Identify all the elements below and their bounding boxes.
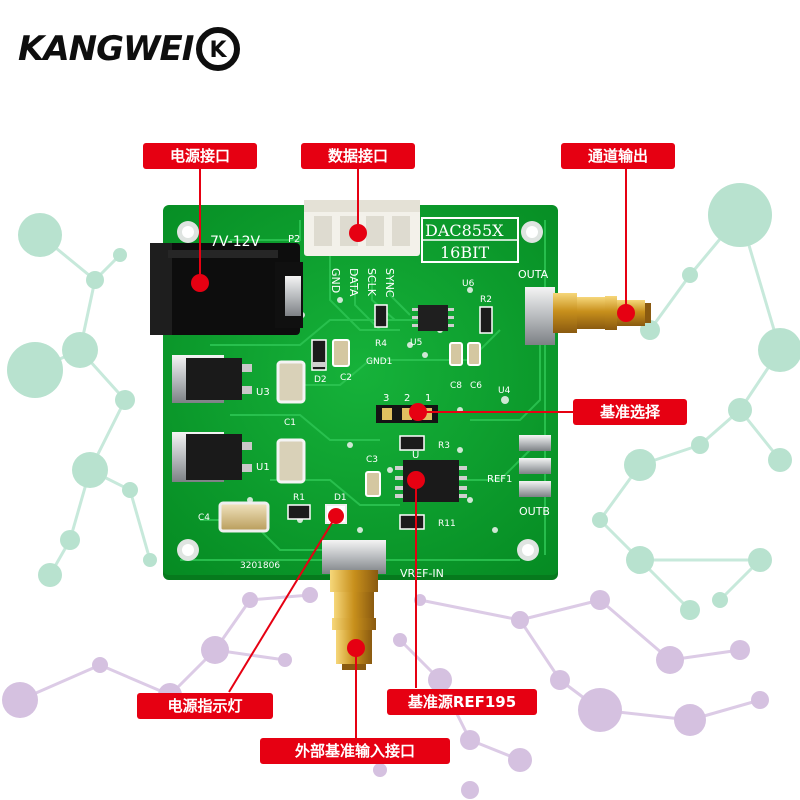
callout-data-port: 数据接口 (301, 143, 415, 169)
ref-c8: C8 (450, 381, 462, 391)
ref-u6: U6 (462, 279, 475, 289)
brand-k-icon: K (196, 27, 241, 71)
callout-reference-source: 基准源REF195 (387, 689, 537, 715)
ref-c1: C1 (284, 418, 296, 428)
ref-r2: R2 (480, 295, 492, 305)
brand-name: KANGWEI (18, 29, 194, 69)
capacitors (218, 339, 481, 533)
ref-u4: U4 (498, 386, 511, 396)
ref-d2: D2 (314, 375, 327, 385)
callout-leaders (191, 166, 635, 738)
chip-label-2: 16BIT (440, 243, 489, 262)
regulator-u3 (172, 355, 252, 403)
silkscreen-text: 7V-12V P2 DAC855X 16BIT GND DATA SCLK SY… (198, 221, 550, 580)
sma-connector-vref-in (322, 540, 386, 670)
ref-c3: C3 (366, 455, 378, 465)
chip-label-1: DAC855X (425, 221, 504, 240)
reference-jumper (376, 405, 438, 423)
pin-label-sclk: SCLK (365, 268, 378, 297)
ref-u5: U5 (410, 338, 422, 348)
outa-label: OUTA (518, 268, 549, 281)
sma-connector-outa (525, 287, 651, 345)
gnd1-label: GND1 (366, 357, 392, 367)
callout-channel-output: 通道输出 (561, 143, 675, 169)
ref-d1: D1 (334, 493, 347, 503)
pin-label-sync: SYNC (383, 268, 396, 298)
serial-label: 3201806 (240, 561, 280, 571)
ref-r11: R11 (438, 519, 456, 529)
pcb-board (150, 200, 558, 580)
outb-label: OUTB (519, 505, 550, 518)
resistors (287, 304, 493, 530)
dac-chip-u5 (412, 305, 454, 331)
callout-external-ref-port: 外部基准输入接口 (260, 738, 450, 764)
ref-r4: R4 (375, 339, 387, 349)
regulator-u1 (172, 432, 252, 482)
vref-in-label: VREF-IN (400, 567, 444, 580)
ref-u1: U1 (256, 462, 270, 473)
p2-label: P2 (288, 234, 300, 245)
pin-header (304, 200, 420, 256)
callout-power-led: 电源指示灯 (137, 693, 273, 719)
pin-label-gnd: GND (329, 268, 342, 293)
ref-u: U (412, 450, 419, 461)
brand-mark-letter: K (210, 38, 228, 63)
ref-r1: R1 (293, 493, 305, 503)
diode-d2 (311, 339, 327, 371)
jumper-num-1: 1 (425, 393, 431, 404)
ref-u3: U3 (256, 387, 270, 398)
ref-c6: C6 (470, 381, 482, 391)
dc-power-jack (150, 243, 303, 335)
callout-power-port: 电源接口 (143, 143, 257, 169)
pin-label-data: DATA (347, 268, 360, 297)
ref-c4: C4 (198, 513, 210, 523)
mounting-holes (177, 221, 543, 561)
ref-c2: C2 (340, 373, 352, 383)
ref1-label: REF1 (487, 474, 512, 485)
ref-r3: R3 (438, 441, 450, 451)
callout-reference-select: 基准选择 (573, 399, 687, 425)
brand-logo: KANGWEI K (18, 24, 241, 74)
voltage-label: 7V-12V (210, 234, 261, 250)
output-pads (519, 435, 551, 497)
jumper-num-2: 2 (404, 393, 410, 404)
reference-chip-u (395, 460, 467, 502)
jumper-num-3: 3 (383, 393, 389, 404)
chip-label-box (421, 217, 519, 263)
